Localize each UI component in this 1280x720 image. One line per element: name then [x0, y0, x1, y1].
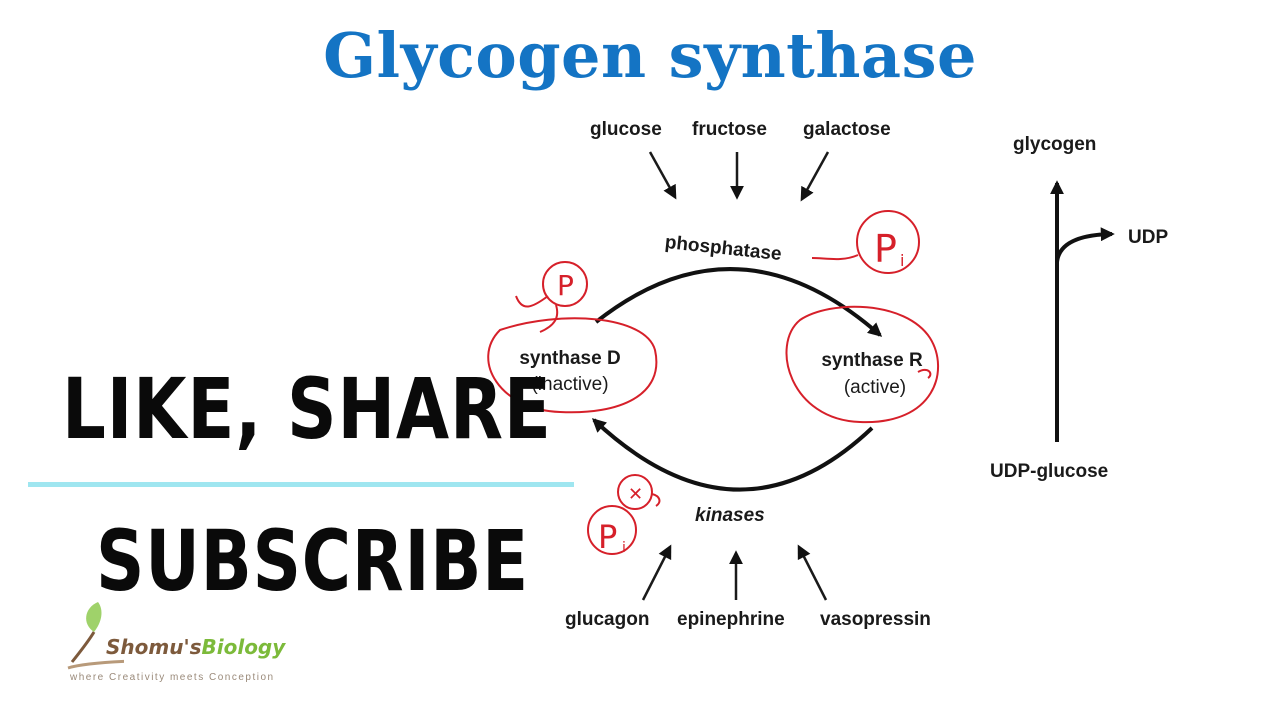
page-title: Glycogen synthase — [323, 19, 977, 92]
synthase-d-circle — [487, 317, 658, 414]
fructose-label: fructose — [692, 119, 767, 140]
p-annotation-stem — [515, 295, 559, 333]
udp-glucose-label: UDP-glucose — [990, 461, 1109, 482]
glucose-arrow — [648, 151, 677, 200]
synthase-r-label: synthase R — [821, 350, 923, 371]
phosphatase-arc — [594, 267, 883, 337]
galactose-arrow — [800, 151, 830, 202]
kinases-label: kinases — [695, 505, 765, 526]
pi-top-circle — [856, 210, 920, 274]
cta-divider — [28, 482, 574, 487]
pi-bottom-subscript: i — [622, 540, 626, 556]
x-annotation-glyph: ✕ — [628, 484, 643, 505]
glucagon-arrow — [641, 544, 672, 601]
pi-top-tail — [811, 254, 859, 261]
pi-bottom-circle — [587, 505, 637, 555]
logo-tagline: where Creativity meets Conception — [70, 672, 275, 683]
pi-top-annotation: P — [874, 227, 897, 271]
cta-subscribe: SUBSCRIBE — [96, 512, 529, 610]
synthase-r-mark — [917, 368, 932, 379]
x-annotation-circle — [617, 474, 653, 510]
p-annotation-circle — [542, 261, 588, 307]
glucagon-label: glucagon — [565, 609, 650, 630]
synthase-d-label: synthase D — [519, 348, 621, 369]
synthase-r-circle — [785, 305, 939, 424]
vasopressin-label: vasopressin — [820, 609, 931, 630]
glycogen-label: glycogen — [1013, 134, 1097, 155]
cta-like-share: LIKE, SHARE — [62, 360, 552, 458]
galactose-label: galactose — [803, 119, 891, 140]
logo-brand-b: Biology — [201, 635, 286, 659]
pi-bottom-annotation: P — [598, 518, 617, 556]
pi-top-subscript: i — [900, 251, 904, 270]
logo-brand: Shomu'sBiology — [106, 635, 285, 659]
vasopressin-arrow — [797, 544, 828, 601]
glucose-label: glucose — [590, 119, 662, 140]
epinephrine-label: epinephrine — [677, 609, 785, 630]
kinases-arc — [591, 418, 874, 492]
synthase-d-status: (inactive) — [531, 374, 609, 395]
p-annotation: P — [557, 269, 574, 302]
synthase-r-status: (active) — [843, 377, 907, 398]
leaf-logo-icon — [67, 602, 124, 670]
udp-release-arrow — [1055, 227, 1115, 263]
x-annotation-tail — [651, 493, 661, 507]
udp-label: UDP — [1128, 227, 1169, 248]
logo-brand-a: Shomu's — [106, 635, 202, 659]
